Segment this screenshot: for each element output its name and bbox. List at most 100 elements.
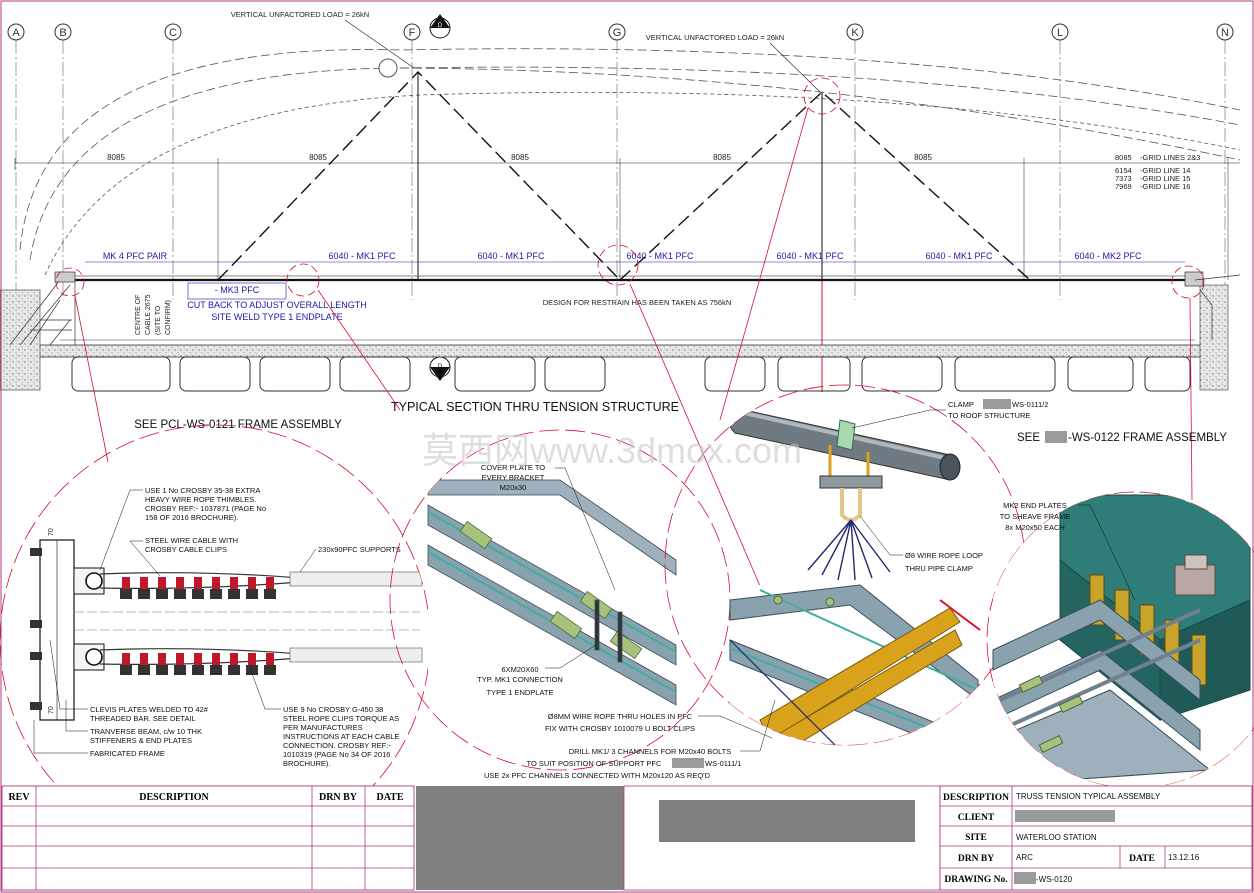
load-label-left: VERTICAL UNFACTORED LOAD = 26kN — [231, 10, 369, 19]
svg-text:1010319 (PAGE No 34 OF 2016: 1010319 (PAGE No 34 OF 2016 — [283, 750, 390, 759]
svg-text:-GRID LINE 14: -GRID LINE 14 — [1140, 166, 1190, 175]
svg-text:DRILL MK1/ 3 CHANNELS FOR M20x: DRILL MK1/ 3 CHANNELS FOR M20x40 BOLTS — [569, 747, 732, 756]
dimension-1: 8085 — [107, 153, 125, 162]
load-label-right: VERTICAL UNFACTORED LOAD = 26kN — [646, 33, 784, 42]
svg-text:TYPE 1 ENDPLATE: TYPE 1 ENDPLATE — [487, 688, 554, 697]
detail-left-notes: USE 1 No CROSBY 35-38 EXTRA HEAVY WIRE R… — [90, 486, 401, 768]
svg-text:230x90PFC SUPPORTS: 230x90PFC SUPPORTS — [318, 545, 401, 554]
svg-text:THREADED BAR. SEE DETAIL: THREADED BAR. SEE DETAIL — [90, 714, 196, 723]
title-drn-by-value: ARC — [1016, 853, 1033, 862]
grid-bubble-n: N — [1216, 23, 1234, 300]
segment-5: 6040 - MK1 PFC — [925, 251, 993, 261]
drn-by-header: DRN BY — [319, 792, 358, 803]
svg-text:158 OF 2016 BROCHURE).: 158 OF 2016 BROCHURE). — [145, 513, 238, 522]
svg-text:STIFFENERS & END PLATES: STIFFENERS & END PLATES — [90, 736, 192, 745]
svg-text:D: D — [438, 364, 443, 370]
date-header: DATE — [376, 792, 403, 803]
svg-text:WS-0111/2: WS-0111/2 — [1012, 400, 1048, 409]
segment-1: 6040 - MK1 PFC — [328, 251, 396, 261]
svg-text:USE 9 No CROSBY G-450 38: USE 9 No CROSBY G-450 38 — [283, 705, 383, 714]
grid-bubble-k: K — [846, 23, 864, 300]
svg-text:CABLE 2675: CABLE 2675 — [145, 294, 152, 335]
redacted-drawing-prefix — [1014, 872, 1036, 884]
svg-text:-GRID LINES 2&3: -GRID LINES 2&3 — [1140, 153, 1200, 162]
segment-mk4: MK 4 PFC PAIR — [103, 251, 168, 261]
grid-bubble-g: G — [608, 23, 626, 300]
segment-2: 6040 - MK1 PFC — [477, 251, 545, 261]
svg-text:THRU PIPE CLAMP: THRU PIPE CLAMP — [905, 564, 973, 573]
title-description-label: DESCRIPTION — [943, 793, 1009, 803]
svg-text:TO ROOF STRUCTURE: TO ROOF STRUCTURE — [948, 411, 1030, 420]
svg-text:6XM20X60: 6XM20X60 — [501, 665, 538, 674]
detail-pipe-clamp: CLAMP WS-0111/2 TO ROOF STRUCTURE Ø8 WIR… — [484, 384, 1048, 780]
svg-text:BROCHURE).: BROCHURE). — [283, 759, 331, 768]
roof-node-circle — [378, 58, 398, 78]
svg-text:6154: 6154 — [1115, 166, 1132, 175]
svg-text:STEEL ROPE CLIPS TORQUE AS: STEEL ROPE CLIPS TORQUE AS — [283, 714, 399, 723]
detail-callouts — [55, 77, 1205, 587]
title-date-value: 13.12.16 — [1168, 853, 1200, 862]
svg-text:8x M20x50 EACH: 8x M20x50 EACH — [1005, 523, 1065, 532]
svg-text:TO SUIT POSITION OF SUPPORT PF: TO SUIT POSITION OF SUPPORT PFC — [527, 759, 662, 768]
svg-text:CROSBY CABLE CLIPS: CROSBY CABLE CLIPS — [145, 545, 227, 554]
svg-text:STEEL WIRE CABLE WITH: STEEL WIRE CABLE WITH — [145, 536, 238, 545]
segment-labels: MK 4 PFC PAIR 6040 - MK1 PFC 6040 - MK1 … — [85, 251, 1185, 322]
svg-text:(SITE TO: (SITE TO — [155, 305, 162, 335]
svg-text:HEAVY WIRE ROPE THIMBLES.: HEAVY WIRE ROPE THIMBLES. — [145, 495, 256, 504]
site-weld-note: SITE WELD TYPE 1 ENDPLATE — [211, 312, 342, 322]
cable-assembly-upper — [73, 567, 423, 599]
svg-text:-WS-0122 FRAME ASSEMBLY: -WS-0122 FRAME ASSEMBLY — [1068, 432, 1227, 444]
left-end-frame — [9, 271, 76, 346]
svg-text:CLEVIS PLATES WELDED TO 42#: CLEVIS PLATES WELDED TO 42# — [90, 705, 209, 714]
svg-text:USE 2x PFC CHANNELS CONNECTED: USE 2x PFC CHANNELS CONNECTED WITH M20x1… — [484, 771, 711, 780]
grid-bubbles: A B C F G K L N — [7, 23, 1234, 300]
svg-text:Ø8MM WIRE ROPE THRU HOLES IN P: Ø8MM WIRE ROPE THRU HOLES IN PFC — [548, 712, 693, 721]
dimension-2: 8085 — [309, 153, 327, 162]
svg-text:K: K — [851, 27, 859, 39]
svg-text:MK2 END PLATES: MK2 END PLATES — [1003, 501, 1067, 510]
svg-text:D: D — [438, 23, 443, 29]
clamp-notes: CLAMP WS-0111/2 TO ROOF STRUCTURE Ø8 WIR… — [484, 399, 1048, 780]
svg-text:A: A — [12, 27, 20, 39]
svg-text:COVER PLATE TO: COVER PLATE TO — [481, 463, 545, 472]
roof-arches — [19, 48, 1241, 276]
grid-bubble-c: C — [164, 23, 182, 300]
svg-text:N: N — [1221, 27, 1229, 39]
title-site-value: WATERLOO STATION — [1016, 833, 1097, 842]
svg-text:CLAMP: CLAMP — [948, 400, 974, 409]
dimension-4: 8085 — [713, 153, 731, 162]
cut-back-note: CUT BACK TO ADJUST OVERALL LENGTH — [187, 300, 367, 310]
description-header: DESCRIPTION — [139, 792, 209, 803]
title-client-label: CLIENT — [958, 813, 995, 823]
section-marker-bottom: D — [429, 356, 451, 381]
svg-text:7373: 7373 — [1115, 174, 1132, 183]
svg-text:FABRICATED FRAME: FABRICATED FRAME — [90, 749, 165, 758]
svg-text:FIX WITH CROSBY 1010079 U BOLT: FIX WITH CROSBY 1010079 U BOLT CLIPS — [545, 724, 695, 733]
svg-text:L: L — [1057, 27, 1063, 39]
svg-text:WS-0111/1: WS-0111/1 — [705, 759, 741, 768]
svg-text:-GRID LINE 15: -GRID LINE 15 — [1140, 174, 1190, 183]
pfc-channels — [729, 584, 981, 745]
svg-text:TRANVERSE BEAM, c/w 10 THK: TRANVERSE BEAM, c/w 10 THK — [90, 727, 202, 736]
cable-assembly-lower — [73, 643, 423, 675]
detail-right-notes: MK2 END PLATES TO SHEAVE FRAME 8x M20x50… — [1000, 501, 1071, 532]
concrete-slab — [0, 284, 1229, 392]
svg-text:TO SHEAVE FRAME: TO SHEAVE FRAME — [1000, 512, 1071, 521]
svg-text:Ø8 WIRE ROPE LOOP: Ø8 WIRE ROPE LOOP — [905, 551, 983, 560]
roof-pipe — [728, 407, 961, 481]
right-end-frame — [1184, 271, 1241, 340]
svg-text:B: B — [59, 27, 66, 39]
redacted-logo-block — [416, 786, 624, 890]
watermark: 莫西网www.3dmox.com — [422, 430, 802, 471]
title-description-value: TRUSS TENSION TYPICAL ASSEMBLY — [1016, 792, 1161, 801]
grid-bubble-b: B — [54, 23, 72, 300]
grid-bubble-l: L — [1051, 23, 1069, 300]
svg-text:INSTRUCTIONS AT EACH CABLE: INSTRUCTIONS AT EACH CABLE — [283, 732, 399, 741]
svg-text:CONFIRM): CONFIRM) — [165, 300, 172, 335]
svg-text:SEE: SEE — [1017, 432, 1040, 444]
svg-text:8085: 8085 — [1115, 153, 1132, 162]
segment-4: 6040 - MK1 PFC — [776, 251, 844, 261]
svg-text:CONNECTION. CROSBY REF:-: CONNECTION. CROSBY REF:- — [283, 741, 391, 750]
title-drn-by-label: DRN BY — [958, 854, 994, 864]
